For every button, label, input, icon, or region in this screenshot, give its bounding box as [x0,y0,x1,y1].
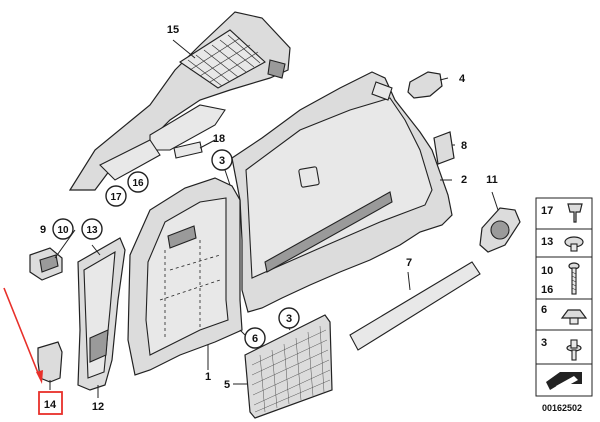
callout-13: 13 [81,218,103,240]
svg-text:6: 6 [541,304,547,316]
callout-2: 2 [461,174,467,186]
legend-rivet-3-icon [566,339,582,361]
part-7-strip [349,261,481,351]
part-14-bracket [37,341,63,383]
callout-4: 4 [459,73,466,85]
svg-text:16: 16 [541,284,553,296]
legend-arrow-icon [546,372,582,390]
red-arrow [3,287,43,384]
part-1-lower-frame [127,177,243,376]
svg-text:1: 1 [205,371,211,383]
svg-text:12: 12 [92,401,104,413]
callout-17: 17 [105,185,127,207]
svg-text:6: 6 [252,333,258,345]
callout-3-lower: 3 [278,307,300,329]
svg-text:3: 3 [286,313,292,325]
callout-11: 11 [486,174,498,186]
callout-1: 1 [205,371,211,383]
part-18-clip [173,141,203,159]
svg-text:3: 3 [219,155,225,167]
svg-text:7: 7 [406,257,412,269]
legend-screw-icon [568,262,580,295]
svg-text:13: 13 [541,236,553,248]
svg-text:11: 11 [486,174,498,186]
part-2-side-panel [231,71,453,313]
svg-text:15: 15 [167,24,179,36]
svg-text:18: 18 [213,133,225,145]
svg-text:10: 10 [541,265,553,277]
callout-3-upper: 3 [211,149,233,171]
part-9-switch [29,247,63,281]
svg-text:17: 17 [110,192,122,203]
callout-7: 7 [406,257,412,269]
callout-16: 16 [127,171,149,193]
part-15-upper-trim [68,11,291,191]
callout-18: 18 [213,133,225,145]
svg-text:3: 3 [541,337,547,349]
callout-15: 15 [167,24,179,36]
svg-text:13: 13 [86,225,98,236]
svg-text:14: 14 [44,399,57,411]
part-12-pillar-trim [77,237,126,391]
callout-9: 9 [40,224,46,236]
svg-text:16: 16 [132,178,144,189]
svg-text:5: 5 [224,379,230,391]
callout-14: 14 [38,391,63,415]
catalog-number: 00162502 [542,403,582,413]
svg-text:4: 4 [459,73,466,85]
part-11-speaker-cover [479,207,521,253]
svg-text:2: 2 [461,174,467,186]
legend-clip-17-icon [567,203,583,223]
svg-text:9: 9 [40,224,46,236]
part-5-cargo-net [244,314,333,419]
callout-8: 8 [461,140,467,152]
callout-10: 10 [52,218,74,240]
part-4-cap [407,71,443,99]
callout-6: 6 [244,327,266,349]
svg-text:17: 17 [541,205,553,217]
svg-text:10: 10 [57,225,69,236]
callout-12: 12 [92,401,104,413]
svg-text:8: 8 [461,140,467,152]
part-8-clip [433,131,455,165]
callout-5: 5 [224,379,230,391]
fastener-legend: 17 13 10 16 6 3 [535,197,593,397]
